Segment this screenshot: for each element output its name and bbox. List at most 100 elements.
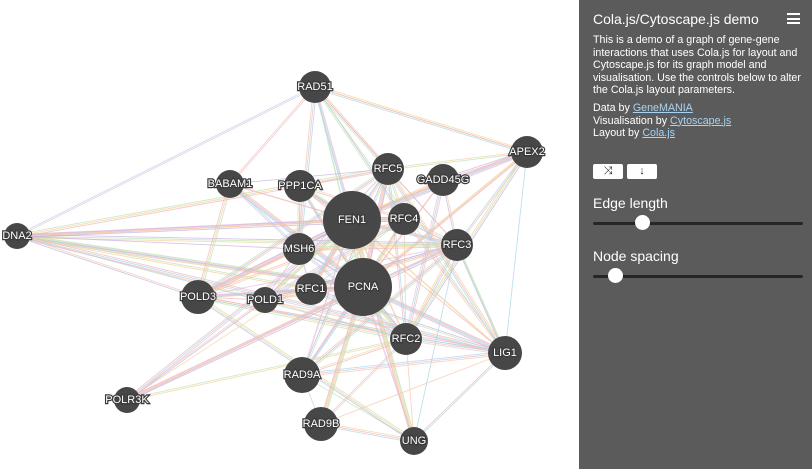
edge-ung-rfc2 (405, 338, 415, 442)
edge-rfc2-rfc3 (404, 244, 456, 339)
edge-msh6-rfc3 (299, 246, 458, 252)
node-polr3k[interactable]: POLR3K (104, 387, 151, 413)
node-fen1[interactable]: FEN1 (323, 191, 381, 249)
node-spacing-label: Node spacing (593, 247, 679, 264)
node-apex2[interactable]: APEX2 (508, 136, 546, 168)
node-circle[interactable] (388, 203, 420, 235)
edge-rad51-msh6 (298, 86, 316, 250)
node-label: UNG (402, 435, 426, 447)
node-ppp1ca[interactable]: PPP1CA (277, 170, 324, 202)
edge-rfc5-pold1 (264, 168, 389, 301)
node-pcna[interactable]: PCNA (334, 258, 392, 316)
node-circle[interactable] (299, 71, 331, 103)
node-label: BABAM1 (208, 178, 253, 190)
shuffle-icon: ⤨ (603, 164, 613, 177)
node-circle[interactable] (372, 153, 404, 185)
node-label: RAD51 (297, 81, 332, 93)
node-pold3[interactable]: POLD3 (179, 280, 217, 314)
sidebar-description: This is a demo of a graph of gene-gene i… (593, 34, 801, 97)
node-pold1[interactable]: POLD1 (246, 287, 284, 313)
node-dna2[interactable]: DNA2 (1, 223, 33, 249)
node-circle[interactable] (390, 323, 422, 355)
edge-ung-lig1 (413, 352, 505, 441)
node-spacing-thumb[interactable] (608, 267, 624, 283)
node-circle[interactable] (334, 258, 392, 316)
node-rad9a[interactable]: RAD9A (282, 357, 322, 393)
edge-apex2-lig1 (504, 151, 528, 354)
node-label: RAD9A (284, 369, 321, 381)
edge-rad9b-lig1 (320, 352, 506, 425)
edge-rad9a-rfc2 (301, 337, 406, 375)
node-label: RFC1 (297, 283, 326, 295)
edge-dna2-msh6 (16, 235, 300, 250)
randomize-button[interactable]: ⤨ (593, 163, 623, 179)
node-circle[interactable] (488, 336, 522, 370)
edge-rfc5-pold3 (196, 167, 388, 297)
node-circle[interactable] (252, 287, 278, 313)
node-circle[interactable] (304, 407, 338, 441)
edge-rfc4-pold1 (264, 218, 405, 301)
edge-msh6-rfc3 (298, 244, 458, 250)
node-circle[interactable] (284, 170, 316, 202)
edge-msh6-pold3 (197, 247, 299, 297)
node-circle[interactable] (295, 273, 327, 305)
node-rfc2[interactable]: RFC2 (390, 323, 422, 355)
edge-dna2-rfc5 (16, 166, 388, 235)
menu-icon[interactable] (787, 13, 800, 24)
edge-rfc1-rfc4 (310, 218, 405, 290)
node-circle[interactable] (4, 223, 30, 249)
node-circle[interactable] (284, 357, 320, 393)
node-spacing-slider[interactable] (593, 267, 803, 285)
edge-polr3k-rfc3 (126, 244, 458, 401)
edge-lig1-rfc3 (457, 244, 507, 353)
node-label: RFC4 (390, 213, 419, 225)
node-spacing-track[interactable] (593, 274, 803, 278)
edge-polr3k-fen1 (127, 220, 354, 402)
edge-pold1-lig1 (264, 299, 506, 354)
node-msh6[interactable]: MSH6 (283, 233, 315, 265)
node-circle[interactable] (511, 136, 543, 168)
edge-babam1-pold3 (199, 184, 232, 298)
node-circle[interactable] (400, 427, 428, 455)
node-ung[interactable]: UNG (400, 427, 428, 455)
edge-polr3k-rfc2 (126, 337, 406, 400)
edge-polr3k-rfc3 (127, 246, 458, 402)
node-rad9b[interactable]: RAD9B (301, 407, 341, 441)
node-circle[interactable] (114, 387, 140, 413)
node-rad51[interactable]: RAD51 (296, 71, 334, 103)
node-circle[interactable] (427, 164, 459, 196)
download-button[interactable]: ↓ (627, 163, 657, 179)
node-rfc3[interactable]: RFC3 (441, 229, 473, 261)
edge-msh6-rfc3 (298, 242, 457, 248)
node-rfc5[interactable]: RFC5 (372, 153, 404, 185)
node-label: GADD45G (417, 174, 470, 186)
node-circle[interactable] (216, 170, 244, 198)
node-circle[interactable] (323, 191, 381, 249)
edge-length-slider[interactable] (593, 214, 803, 232)
edge-rfc5-lig1 (387, 168, 506, 354)
node-label: POLR3K (105, 394, 149, 406)
edge-dna2-rfc3 (16, 235, 458, 246)
edge-dna2-rfc5 (16, 168, 389, 237)
edge-rad9b-rfc2 (320, 338, 406, 424)
node-circle[interactable] (283, 233, 315, 265)
node-gadd45g[interactable]: GADD45G (416, 164, 470, 196)
link-cola[interactable]: Cola.js (642, 127, 675, 140)
node-lig1[interactable]: LIG1 (488, 336, 522, 370)
node-rfc4[interactable]: RFC4 (388, 203, 420, 235)
node-rfc1[interactable]: RFC1 (295, 273, 327, 305)
link-cytoscape[interactable]: Cytoscape.js (670, 114, 732, 127)
edge-length-track[interactable] (593, 221, 803, 225)
edge-rad51-apex2 (314, 86, 528, 153)
node-babam1[interactable]: BABAM1 (206, 170, 254, 198)
edge-rad9a-rfc2 (302, 339, 407, 377)
link-genemania[interactable]: GeneMANIA (632, 101, 693, 114)
edge-rad51-apex2 (314, 88, 527, 154)
node-circle[interactable] (181, 280, 215, 314)
edge-length-thumb[interactable] (635, 214, 651, 230)
node-circle[interactable] (441, 229, 473, 261)
edge-msh6-pold3 (198, 249, 300, 299)
